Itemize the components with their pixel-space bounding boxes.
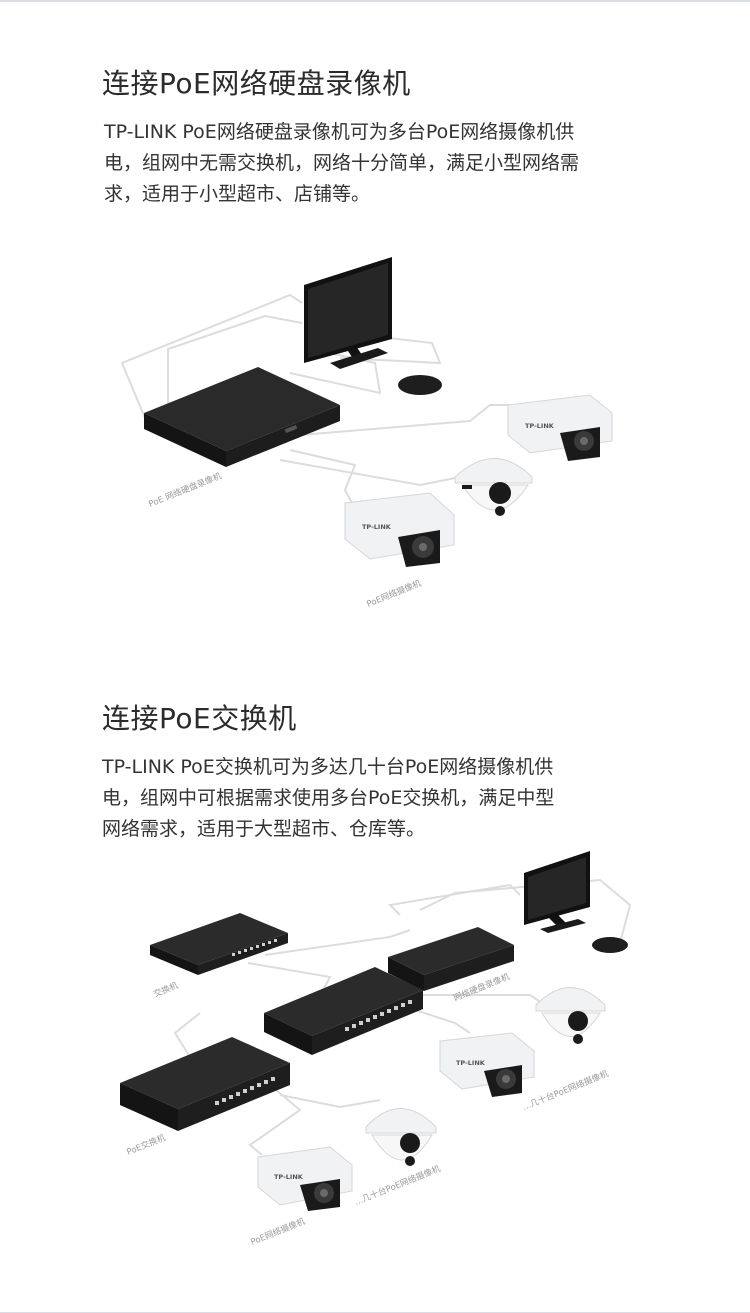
bullet-camera-icon: TP-LINK — [257, 1146, 353, 1211]
bullet-camera-icon: TP-LINK — [439, 1032, 535, 1097]
switch-label: 交换机 — [152, 980, 180, 1000]
top-divider — [0, 0, 750, 2]
desc-line: 电，组网中可根据需求使用多台PoE交换机，满足中型 — [102, 787, 555, 809]
switch-network-diagram: 交换机 网络硬盘录像机 — [0, 845, 750, 1265]
bullet-camera-icon: TP-LINK — [344, 492, 455, 567]
section-title-nvr: 连接PoE网络硬盘录像机 — [102, 67, 411, 100]
desc-line: TP-LINK PoE交换机可为多达几十台PoE网络摄像机供 — [102, 756, 554, 778]
camera-group-label: ...几十台PoE网络摄像机 — [353, 1163, 442, 1208]
dome-camera-icon — [365, 1108, 437, 1166]
camera-brand-text: TP-LINK — [274, 1173, 304, 1181]
mouse-icon — [398, 375, 442, 395]
section-desc-nvr: TP-LINK PoE网络硬盘录像机可为多台PoE网络摄像机供 电，组网中无需交… — [104, 117, 664, 210]
bullet-camera-icon: TP-LINK — [507, 394, 613, 461]
nvr-device-icon — [388, 927, 514, 991]
nvr-network-diagram: PoE 网络硬盘录像机 TP-LINK TP-LINK PoE网络摄像机 — [0, 245, 750, 625]
poe-switch-label: PoE交换机 — [125, 1132, 168, 1158]
dome-camera-icon — [454, 458, 533, 516]
desc-line: 电，组网中无需交换机，网络十分简单，满足小型网络需 — [104, 152, 580, 174]
desc-line: 求，适用于小型超市、店铺等。 — [104, 183, 371, 205]
section-title-switch: 连接PoE交换机 — [102, 702, 297, 735]
camera-brand-text: TP-LINK — [525, 422, 555, 430]
camera-single-label: PoE网络摄像机 — [249, 1216, 307, 1248]
mouse-icon — [592, 937, 628, 953]
monitor-icon — [304, 257, 392, 369]
camera-brand-text: TP-LINK — [362, 523, 392, 531]
monitor-icon — [524, 851, 590, 933]
nvr-device-icon — [144, 367, 340, 467]
section-desc-switch: TP-LINK PoE交换机可为多达几十台PoE网络摄像机供 电，组网中可根据需… — [102, 752, 662, 845]
camera-brand-text: TP-LINK — [456, 1059, 486, 1067]
switch-device-icon — [150, 913, 288, 975]
desc-line: TP-LINK PoE网络硬盘录像机可为多台PoE网络摄像机供 — [104, 121, 575, 143]
dome-camera-icon — [535, 987, 606, 1044]
poe-switch-device-icon — [120, 1037, 290, 1131]
poe-switch-device-icon — [264, 967, 423, 1055]
camera-group-label: PoE网络摄像机 — [365, 578, 423, 610]
desc-line: 网络需求，适用于大型超市、仓库等。 — [102, 818, 426, 840]
nvr-label: PoE 网络硬盘录像机 — [147, 470, 224, 509]
